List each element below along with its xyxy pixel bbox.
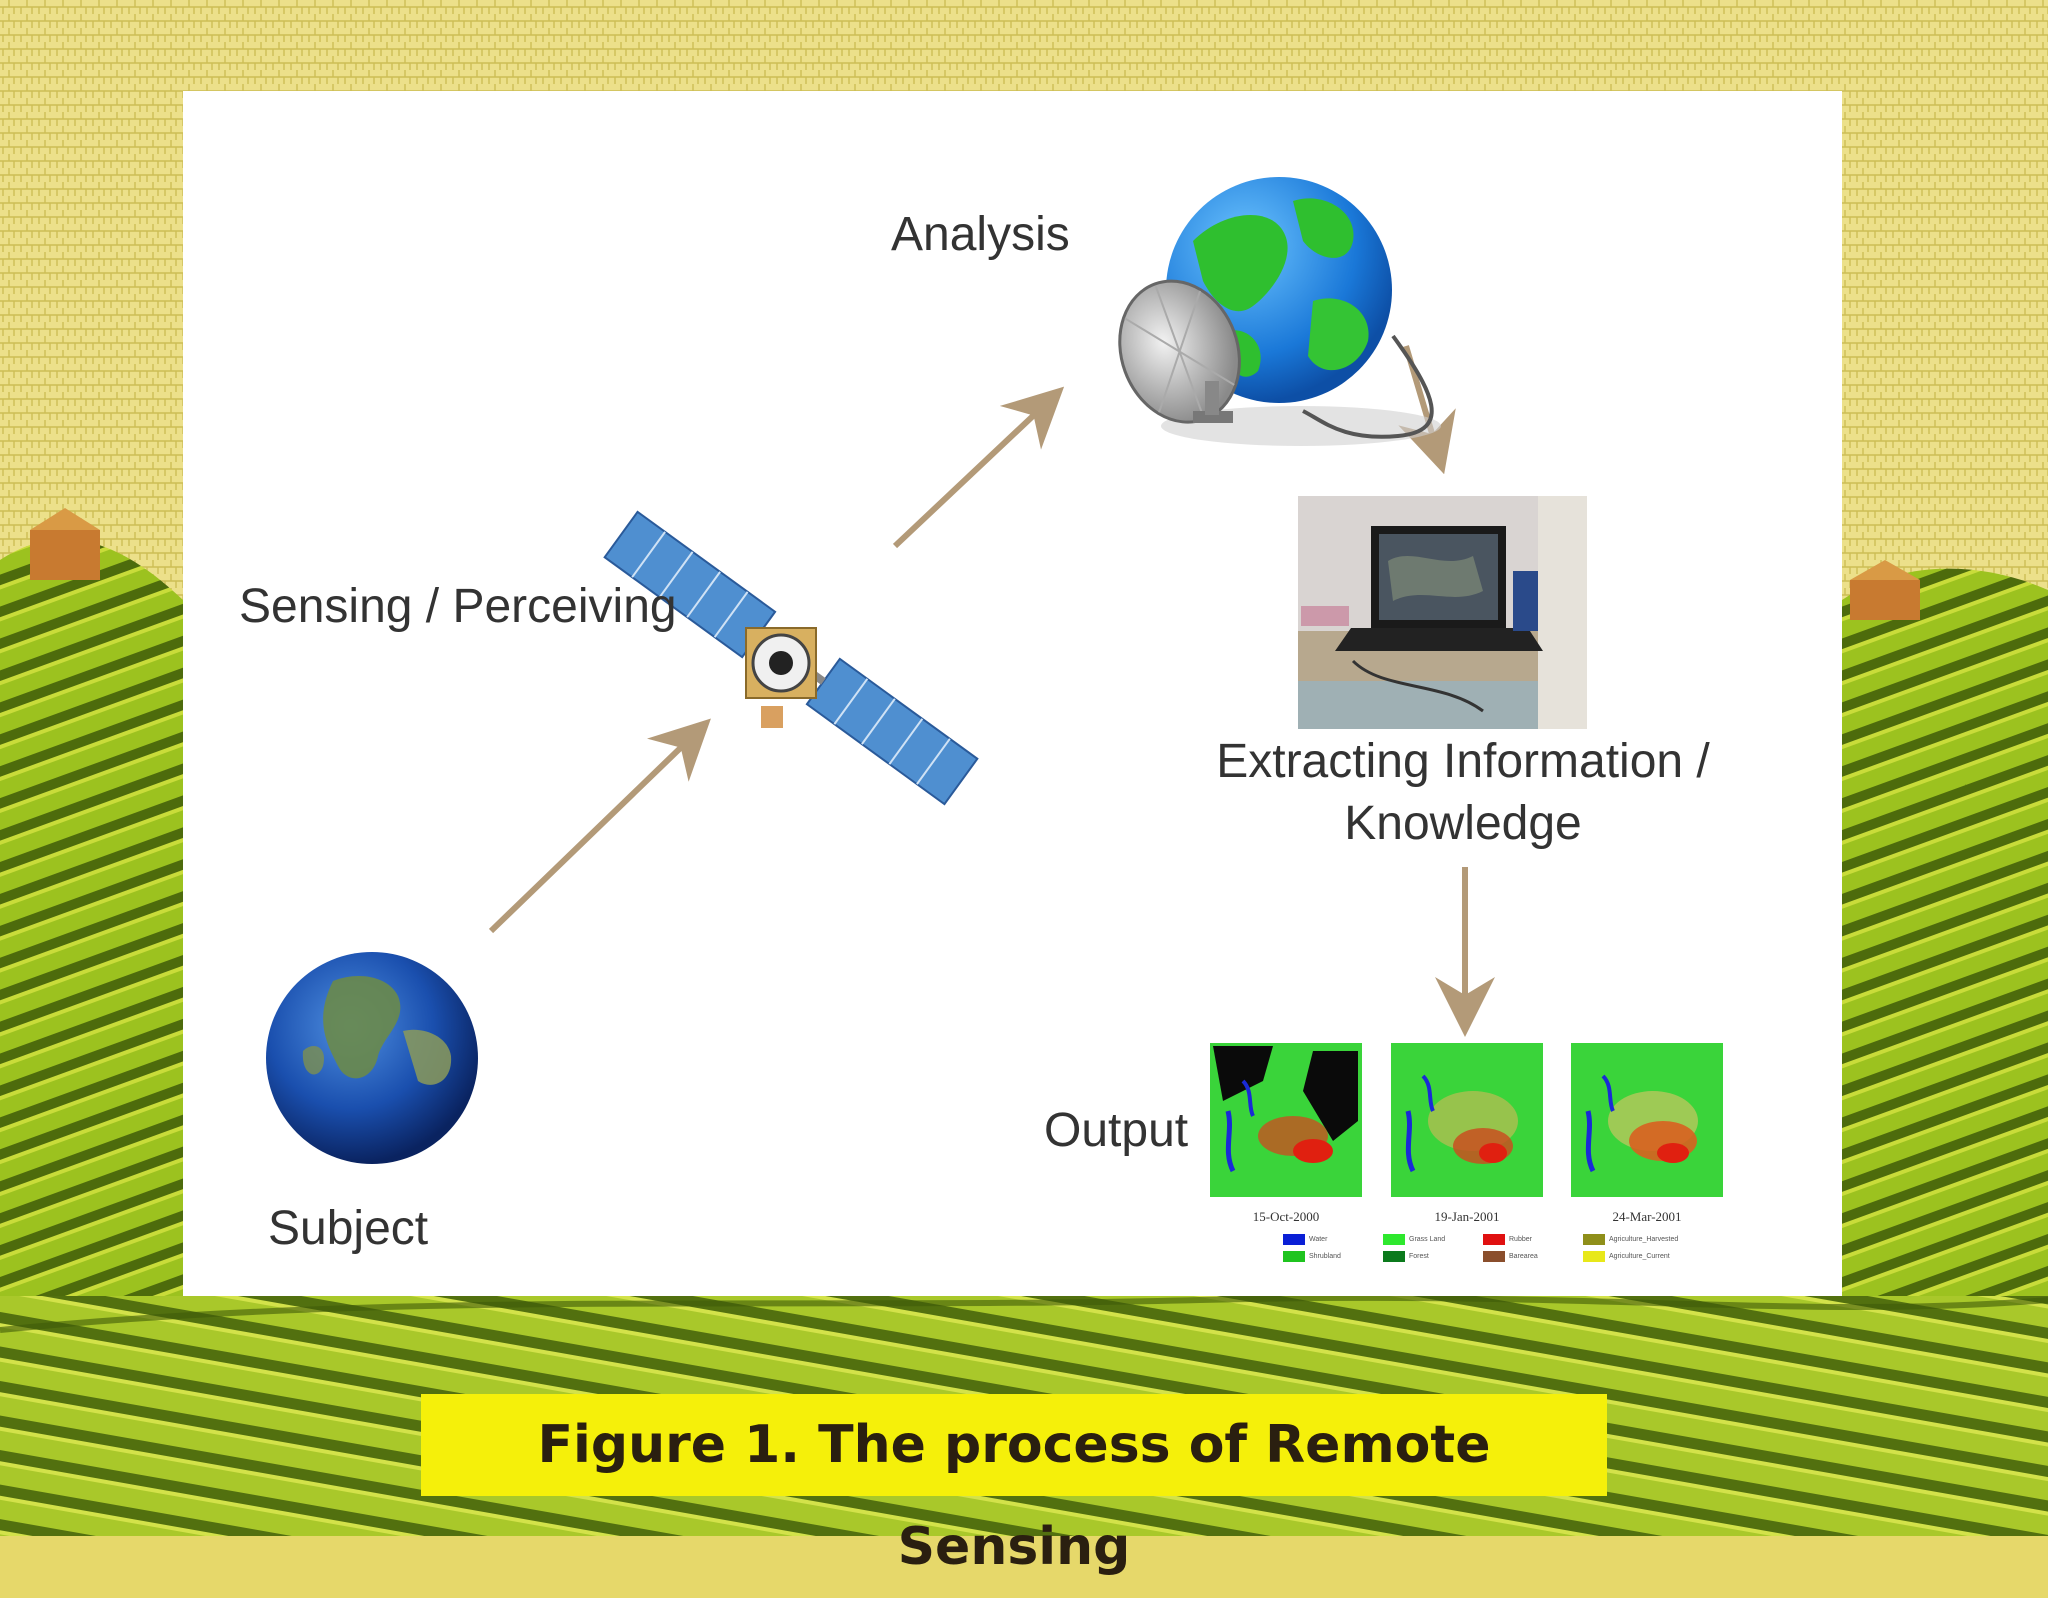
output-map-1 [1210,1043,1362,1197]
earth-globe-icon [266,952,478,1164]
legend-swatch [1383,1251,1405,1262]
legend-label: Rubber [1509,1236,1532,1243]
satellite-icon [603,510,979,806]
legend-swatch [1583,1251,1605,1262]
legend-swatch [1383,1234,1405,1245]
legend-item: Agriculture_Harvested [1583,1233,1683,1246]
stage-label-extracting-line2: Knowledge [1344,797,1582,850]
map-legend: Water Grass Land Rubber Agriculture_Harv… [1283,1233,1683,1263]
legend-label: Water [1309,1236,1328,1243]
legend-swatch [1283,1234,1305,1245]
laptop-workstation-photo [1298,496,1587,729]
legend-item: Agriculture_Current [1583,1250,1683,1263]
legend-label: Agriculture_Harvested [1609,1236,1679,1243]
output-map-3 [1571,1043,1723,1197]
stage-label-analysis: Analysis [891,208,1070,261]
caption-box: Figure 1. The process of Remote Sensing [421,1394,1607,1577]
legend-swatch [1483,1234,1505,1245]
legend-swatch [1483,1251,1505,1262]
legend-swatch [1583,1234,1605,1245]
figure-caption: Figure 1. The process of Remote Sensing [537,1415,1491,1577]
output-map-2 [1391,1043,1543,1197]
stage-label-sensing: Sensing / Perceiving [239,580,677,633]
process-diagram [266,177,1723,1197]
stage-label-output: Output [1044,1104,1189,1157]
legend-label: Agriculture_Current [1609,1253,1670,1260]
map-date-1: 15-Oct-2000 [1252,1209,1320,1224]
legend-label: Forest [1409,1253,1429,1260]
legend-item: Water [1283,1233,1383,1246]
stage-label-subject: Subject [268,1202,429,1255]
legend-item: Forest [1383,1250,1483,1263]
legend-item: Shrubland [1283,1250,1383,1263]
map-date-2: 19-Jan-2001 [1434,1209,1500,1224]
legend-label: Grass Land [1409,1236,1446,1243]
stage-label-extracting-line1: Extracting Information / [1216,735,1710,788]
stage-label-extracting: Extracting Information / Knowledge [1183,731,1743,855]
globe-with-satellite-dish-icon [1118,177,1441,446]
legend-item: Rubber [1483,1233,1583,1246]
map-date-3: 24-Mar-2001 [1612,1209,1682,1224]
legend-swatch [1283,1251,1305,1262]
arrow-subject-to-sensing [488,718,711,934]
arrow-sensing-to-analysis [892,386,1065,549]
legend-label: Barearea [1509,1253,1538,1260]
diagram-panel: Analysis Sensing / Perceiving Extracting… [183,91,1842,1296]
legend-label: Shrubland [1309,1253,1341,1260]
legend-item: Barearea [1483,1250,1583,1263]
legend-item: Grass Land [1383,1233,1483,1246]
